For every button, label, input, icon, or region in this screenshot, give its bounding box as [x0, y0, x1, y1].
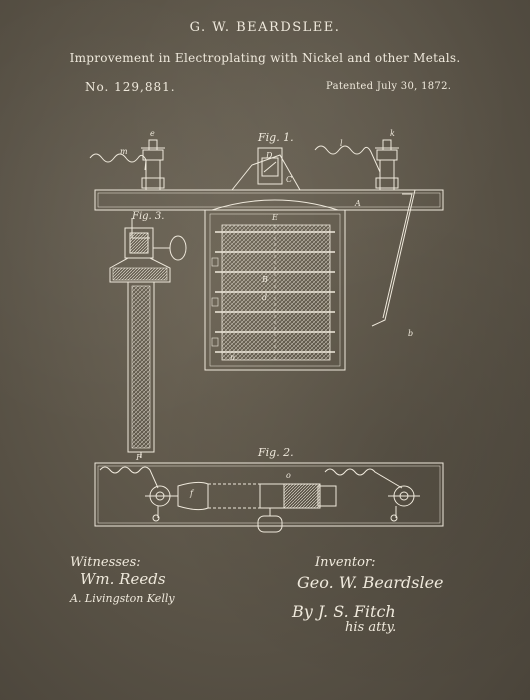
- attorney-signature: By J. S. Fitch: [292, 602, 396, 621]
- svg-text:E: E: [271, 213, 278, 222]
- svg-text:B: B: [261, 275, 268, 284]
- witness-signature-1: Wm. Reeds: [80, 570, 166, 588]
- tank: [204, 209, 346, 371]
- svg-text:d: d: [262, 293, 267, 302]
- svg-text:F: F: [135, 453, 142, 462]
- figure-2: [94, 462, 444, 533]
- figure-1-label: Fig. 1.: [258, 131, 294, 144]
- svg-text:e: e: [150, 129, 155, 138]
- svg-text:k: k: [390, 129, 395, 138]
- witness-signature-2: A. Livingston Kelly: [70, 592, 175, 605]
- binding-post-right: [375, 139, 399, 191]
- inventor-signature: Geo. W. Beardslee: [297, 573, 444, 592]
- patent-date: Patented July 30, 1872.: [326, 81, 452, 92]
- svg-text:A: A: [354, 199, 361, 208]
- bar-a-plan: [94, 462, 444, 527]
- figure-3: [109, 218, 187, 458]
- thumb-screw: [169, 235, 187, 261]
- attorney-role: his atty.: [345, 620, 397, 635]
- svg-text:D: D: [265, 151, 273, 160]
- reference-letters: e k m l D C A B b E F f d o n: [120, 129, 413, 498]
- patent-title: Improvement in Electroplating with Nicke…: [69, 51, 461, 65]
- witnesses-heading: Witnesses:: [70, 555, 141, 570]
- svg-text:l: l: [340, 139, 343, 148]
- svg-text:b: b: [408, 329, 413, 338]
- svg-text:m: m: [120, 147, 128, 156]
- patentee-name: G. W. BEARDSLEE.: [189, 20, 341, 35]
- svg-text:C: C: [286, 175, 292, 184]
- binding-post-left: [141, 139, 165, 191]
- wire-m: [89, 153, 147, 171]
- figure-1: [89, 139, 444, 371]
- figure-3-label: Fig. 3.: [132, 211, 165, 222]
- patent-number: No. 129,881.: [85, 80, 176, 94]
- inventor-heading: Inventor:: [315, 555, 376, 570]
- wire-l: [314, 145, 381, 173]
- svg-text:n: n: [230, 353, 235, 362]
- svg-text:o: o: [286, 471, 291, 480]
- wire-hook: [371, 189, 416, 327]
- clamp-dc: [231, 147, 301, 191]
- figure-2-label: Fig. 2.: [258, 446, 294, 459]
- svg-text:f: f: [189, 489, 195, 498]
